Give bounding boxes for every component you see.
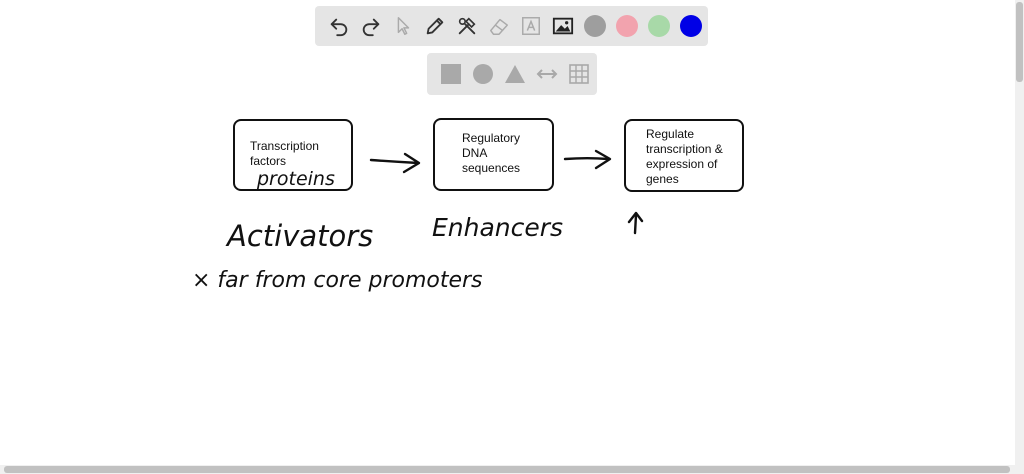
tools-icon[interactable]	[451, 10, 483, 42]
image-icon[interactable]	[547, 10, 579, 42]
double-arrow-icon[interactable]	[531, 58, 563, 90]
color-blue-swatch[interactable]	[675, 10, 707, 42]
arrow-1-head	[402, 152, 421, 174]
horizontal-scrollbar[interactable]	[0, 465, 1024, 474]
up-arrow-head	[627, 211, 644, 224]
redo-icon[interactable]	[355, 10, 387, 42]
vertical-scrollbar-thumb[interactable]	[1016, 2, 1023, 82]
triangle-icon[interactable]	[499, 58, 531, 90]
pointer-icon[interactable]	[387, 10, 419, 42]
text-icon[interactable]	[515, 10, 547, 42]
box-transcription-factors[interactable]: Transcription factors	[233, 119, 353, 191]
arrow-2-head	[594, 149, 612, 170]
arrow-1-shaft	[369, 158, 420, 165]
square-icon[interactable]	[435, 58, 467, 90]
box-regulate-transcription[interactable]: Regulate transcription & expression of g…	[624, 119, 744, 192]
grid-icon[interactable]	[563, 58, 595, 90]
color-gray-swatch[interactable]	[579, 10, 611, 42]
horizontal-scrollbar-thumb[interactable]	[4, 466, 1010, 473]
up-arrow-shaft	[633, 213, 638, 235]
eraser-icon[interactable]	[483, 10, 515, 42]
undo-icon[interactable]	[323, 10, 355, 42]
circle-icon[interactable]	[467, 58, 499, 90]
color-pink-swatch[interactable]	[611, 10, 643, 42]
box-transcription-factors-label: Transcription factors	[250, 139, 319, 168]
box-regulatory-dna-label: Regulatory DNA sequences	[462, 131, 521, 175]
vertical-scrollbar[interactable]	[1015, 0, 1024, 474]
note-activators: Activators	[225, 219, 373, 253]
color-green-swatch[interactable]	[643, 10, 675, 42]
note-enhancers: Enhancers	[432, 213, 563, 242]
note-far-from-core-promoters: × far from core promoters	[192, 268, 483, 293]
arrow-2-shaft	[563, 157, 610, 161]
drawing-toolbar	[315, 6, 708, 46]
box-regulatory-dna[interactable]: Regulatory DNA sequences	[433, 118, 554, 191]
box-regulate-transcription-label: Regulate transcription & expression of g…	[646, 127, 723, 186]
pen-icon[interactable]	[419, 10, 451, 42]
note-proteins: proteins	[256, 168, 335, 190]
shape-toolbar	[427, 53, 597, 95]
